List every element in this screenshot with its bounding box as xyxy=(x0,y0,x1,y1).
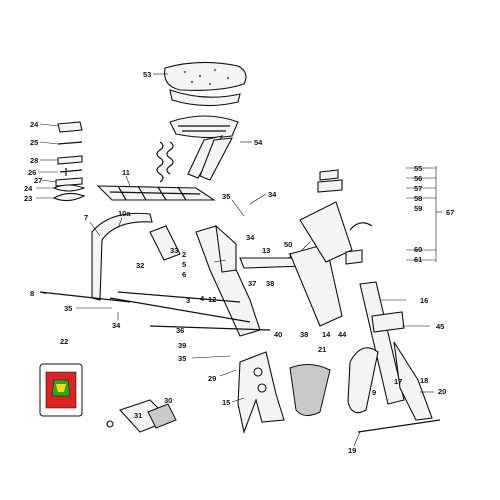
callout-22: 22 xyxy=(60,337,68,346)
callout-39: 39 xyxy=(178,341,186,350)
callout-60: 60 xyxy=(414,245,422,254)
main-frame-part xyxy=(39,201,353,337)
callout-38: 38 xyxy=(266,279,274,288)
callout-55: 55 xyxy=(414,164,422,173)
callout-40: 40 xyxy=(274,330,282,339)
callout-35: 35 xyxy=(178,354,186,363)
callout-38: 38 xyxy=(300,330,308,339)
callout-34: 34 xyxy=(246,233,255,242)
stand-part xyxy=(237,351,285,434)
callout-24: 24 xyxy=(30,120,39,129)
callout-1: 1 xyxy=(288,251,292,260)
rear-mudguard-part xyxy=(91,212,153,301)
callout-4: 4 xyxy=(200,294,205,303)
callout-18: 18 xyxy=(420,376,428,385)
callout-10a: 10a xyxy=(118,209,131,218)
callout-35: 35 xyxy=(222,192,230,201)
callout-15: 15 xyxy=(222,398,230,407)
saddle-cover-part xyxy=(164,61,247,107)
callout-6: 6 xyxy=(182,270,186,279)
leader-lines xyxy=(36,73,442,447)
callout-20: 20 xyxy=(438,387,446,396)
callout-27: 27 xyxy=(34,176,42,185)
callout-53: 53 xyxy=(143,70,151,79)
callout-34: 34 xyxy=(112,321,121,330)
callout-29: 29 xyxy=(208,374,216,383)
callout-13: 13 xyxy=(262,246,270,255)
decal-part xyxy=(39,363,83,417)
callout-45: 45 xyxy=(436,322,444,331)
callout-36: 36 xyxy=(176,326,184,335)
front-fork-part xyxy=(347,281,441,433)
callout-3: 3 xyxy=(186,296,190,305)
callout-labels: 53 54 24 25 28 26 27 24 23 11 35 34 34 7… xyxy=(24,70,454,455)
callout-11: 11 xyxy=(122,168,130,177)
steering-head-part xyxy=(317,169,373,265)
callout-61: 61 xyxy=(414,255,422,264)
callout-26: 26 xyxy=(28,168,36,177)
callout-8: 8 xyxy=(30,289,34,298)
saddle-frame-part xyxy=(156,115,239,183)
callout-33: 33 xyxy=(170,246,178,255)
callout-2: 2 xyxy=(182,250,186,259)
callout-50: 50 xyxy=(284,240,292,249)
callout-12: 12 xyxy=(208,295,216,304)
callout-59: 59 xyxy=(414,204,422,213)
callout-14: 14 xyxy=(322,330,331,339)
tool-kit-part xyxy=(106,399,177,433)
callout-21: 21 xyxy=(318,345,326,354)
rubber-pad-part xyxy=(289,364,331,416)
callout-19: 19 xyxy=(348,446,356,455)
callout-25: 25 xyxy=(30,138,38,147)
small-parts-left xyxy=(52,121,86,202)
callout-5: 5 xyxy=(182,260,186,269)
callout-67: 67 xyxy=(446,208,454,217)
callout-54: 54 xyxy=(254,138,263,147)
callout-24: 24 xyxy=(24,184,33,193)
callout-32: 32 xyxy=(136,261,144,270)
callout-30: 30 xyxy=(164,396,172,405)
callout-35: 35 xyxy=(64,304,72,313)
callout-7: 7 xyxy=(84,213,88,222)
callout-37: 37 xyxy=(248,279,256,288)
callout-9: 9 xyxy=(372,388,376,397)
callout-57: 57 xyxy=(414,184,422,193)
callout-23: 23 xyxy=(24,194,32,203)
luggage-rack-part xyxy=(96,185,216,201)
callout-56: 56 xyxy=(414,174,422,183)
callout-34: 34 xyxy=(268,190,277,199)
callout-31: 31 xyxy=(134,411,142,420)
callout-58: 58 xyxy=(414,194,422,203)
callout-17: 17 xyxy=(394,377,402,386)
callout-16: 16 xyxy=(420,296,428,305)
callout-44: 44 xyxy=(338,330,347,339)
callout-28: 28 xyxy=(30,156,38,165)
